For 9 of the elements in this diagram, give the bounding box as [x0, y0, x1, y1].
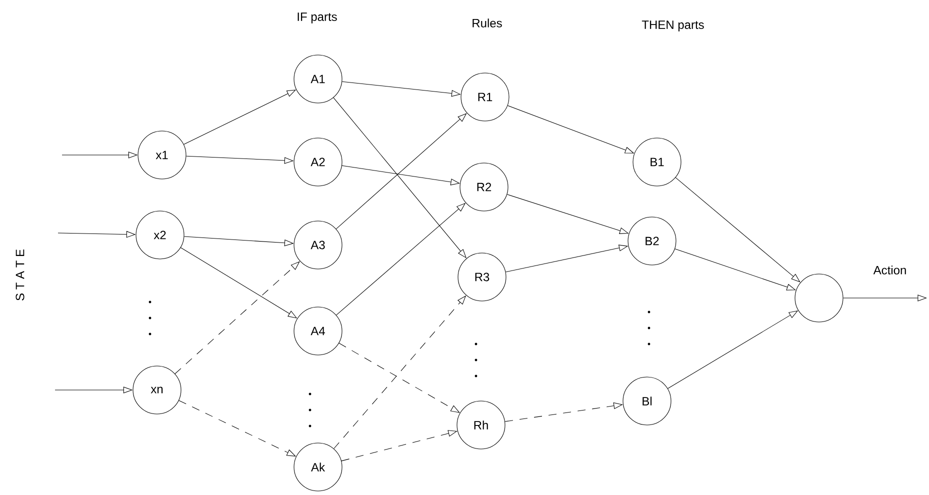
- arrow: [338, 342, 460, 413]
- vertical-label: S T A T E: [16, 250, 24, 300]
- output-circle: [794, 274, 844, 322]
- arrow: [675, 177, 800, 282]
- column-heading: Rules: [472, 18, 502, 28]
- edge-label: Action: [873, 266, 906, 274]
- column-heading: IF parts: [298, 12, 337, 24]
- arrow: [336, 113, 467, 230]
- column-heading: THEN parts: [642, 20, 704, 32]
